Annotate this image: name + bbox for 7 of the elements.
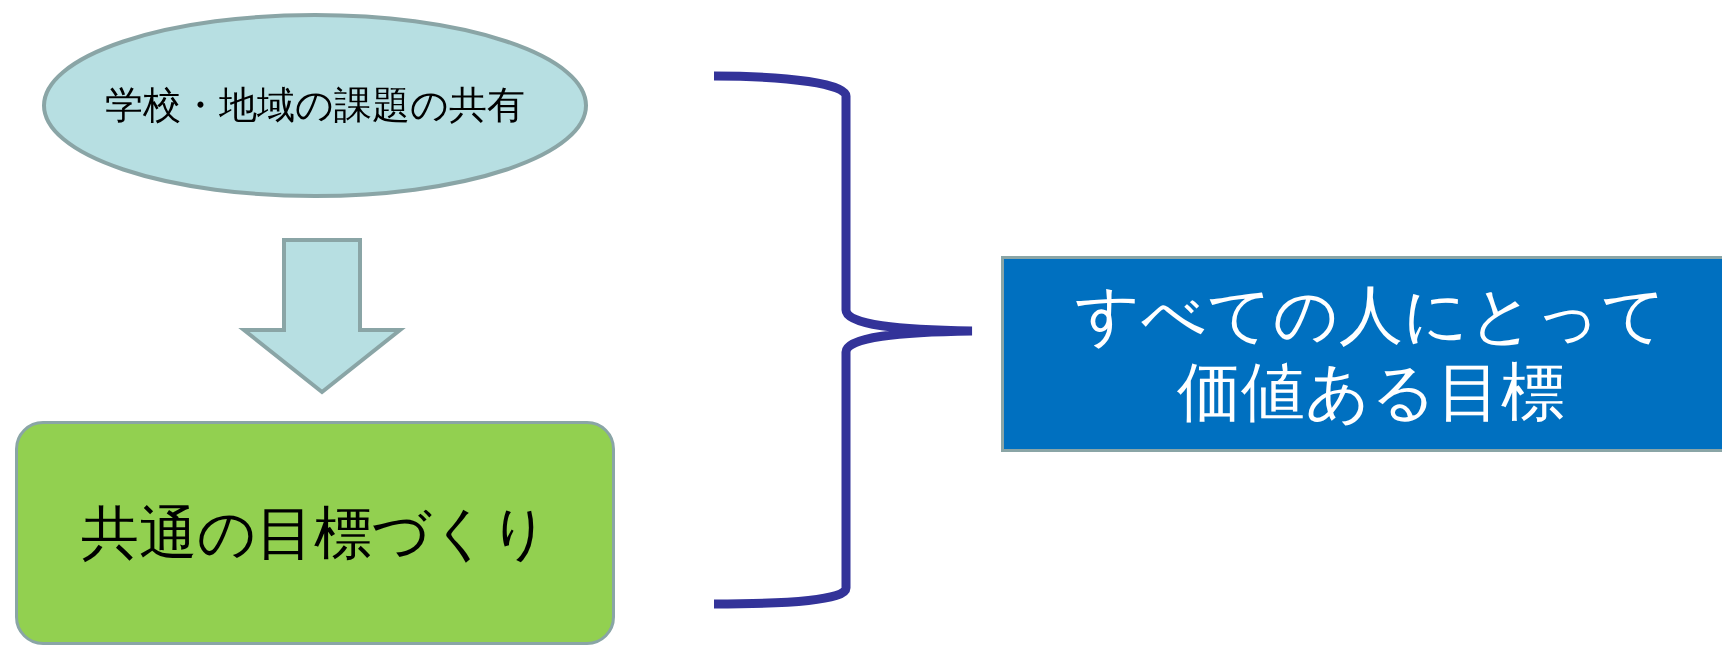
process-box [15,421,615,645]
node-label: 学校・地域の課題の共有 [105,82,525,129]
goal-box [1001,256,1722,452]
block-arrow [238,238,406,395]
node-label: すべての人にとって価値ある目標 [1074,277,1668,431]
node-label: 共通の目標づくり [81,497,549,569]
ellipse-node [42,13,588,198]
